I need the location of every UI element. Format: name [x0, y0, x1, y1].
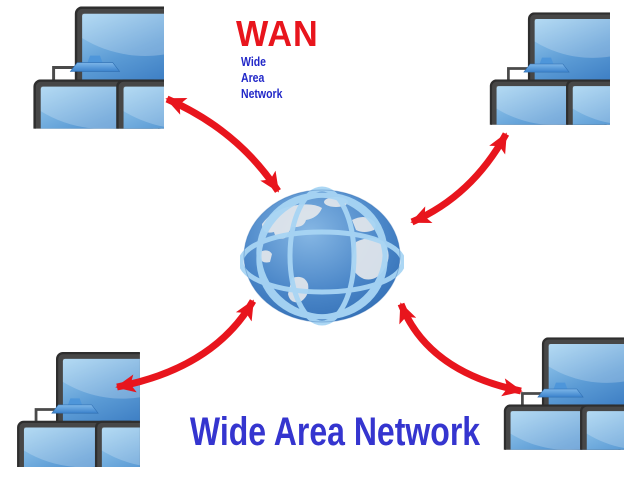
caption-text: Wide Area Network	[189, 410, 481, 454]
double-headed-arrow-icon-bottom-left	[115, 299, 257, 393]
globe-grid-lines	[240, 186, 404, 326]
page-title: WAN	[236, 13, 319, 54]
globe-icon	[240, 186, 404, 326]
subtitle: Wide Area Network	[241, 54, 282, 102]
subtitle-line-2: Area	[241, 71, 265, 85]
double-headed-arrow-icon-top-left	[165, 95, 281, 193]
subtitle-line-3: Network	[241, 87, 283, 101]
double-headed-arrow-icon-bottom-right	[397, 302, 523, 397]
double-headed-arrow-icon-top-right	[410, 132, 510, 226]
subtitle-line-1: Wide	[241, 55, 266, 69]
